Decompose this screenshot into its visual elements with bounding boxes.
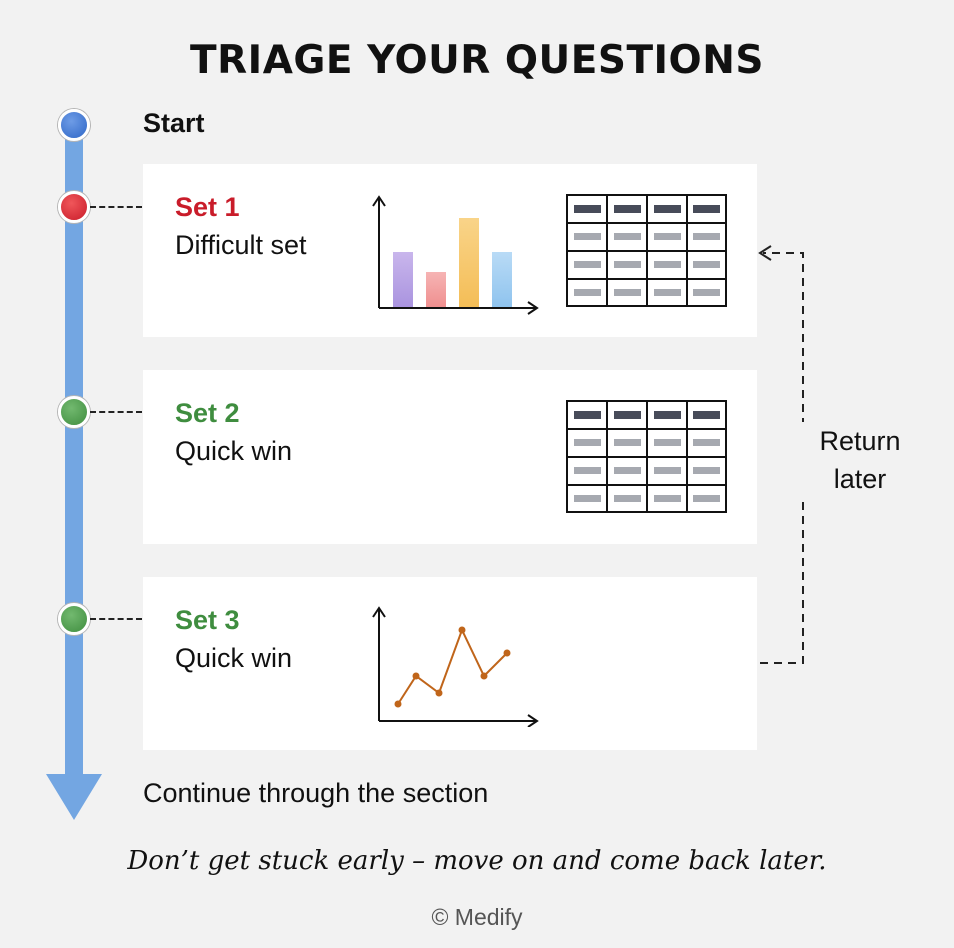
page-title: TRIAGE YOUR QUESTIONS: [190, 38, 764, 83]
set-2-title: Set 2: [175, 398, 240, 428]
return-label-line2: later: [833, 464, 887, 494]
start-label: Start: [143, 108, 205, 138]
credit: © Medify: [431, 904, 523, 930]
return-loop-arrow: [758, 245, 804, 664]
return-later-label: Return later: [800, 422, 920, 498]
bar-chart-icon: [372, 195, 539, 315]
continue-label: Continue through the section: [143, 778, 489, 808]
set-3-subtitle: Quick win: [175, 643, 293, 673]
table-icon: [566, 194, 727, 307]
caption: Don’t get stuck early – move on and come…: [127, 846, 827, 876]
line-chart-icon: [372, 606, 539, 727]
start-node: [58, 109, 90, 141]
set-1-card: Set 1 Difficult set: [143, 164, 757, 337]
set-3-card: Set 3 Quick win: [143, 577, 757, 750]
return-label-line1: Return: [819, 426, 901, 456]
set-1-subtitle: Difficult set: [175, 230, 307, 260]
set-3-node: [58, 603, 90, 635]
set-1-node: [58, 191, 90, 223]
set-1-connector: [90, 206, 142, 208]
set-2-subtitle: Quick win: [175, 436, 293, 466]
set-2-node: [58, 396, 90, 428]
set-2-card: Set 2 Quick win: [143, 370, 757, 544]
set-1-title: Set 1: [175, 192, 240, 222]
table-icon: [566, 400, 727, 513]
set-3-connector: [90, 618, 142, 620]
set-3-title: Set 3: [175, 605, 240, 635]
timeline-arrow-icon: [46, 774, 102, 820]
set-2-connector: [90, 411, 142, 413]
